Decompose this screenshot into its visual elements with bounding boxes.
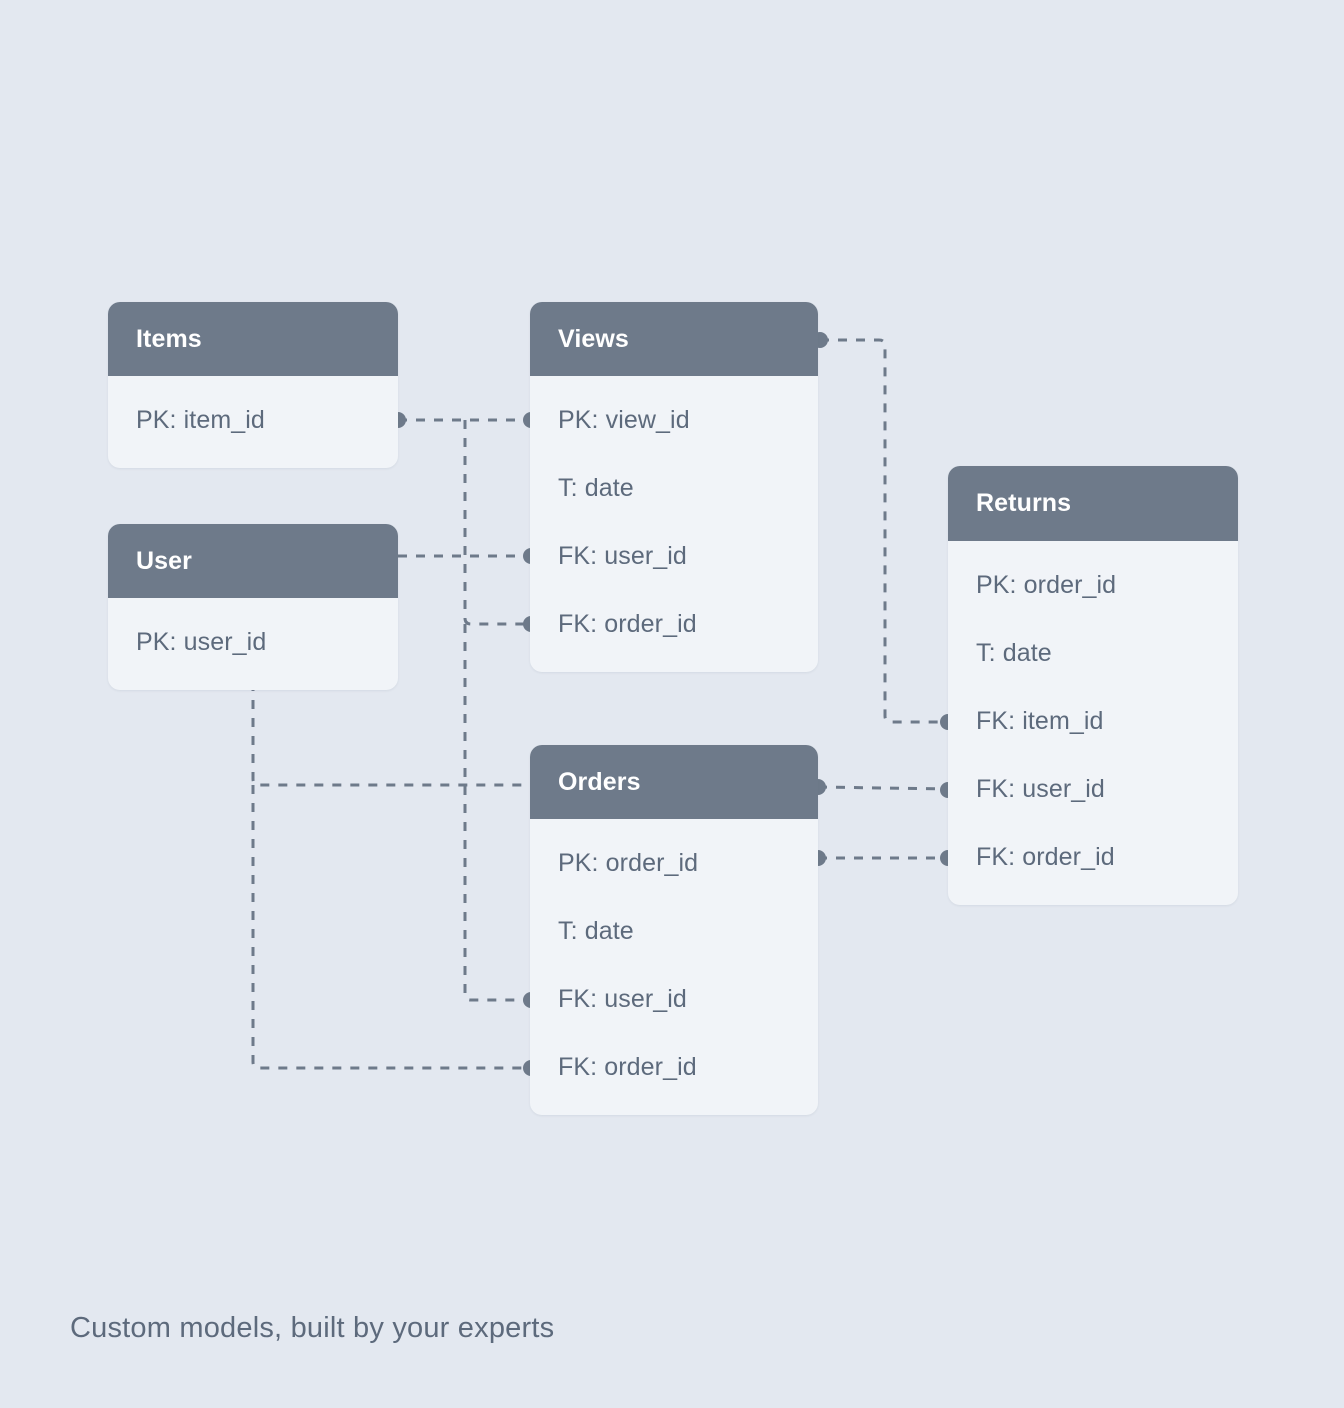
entity-table-items-body: PK: item_id xyxy=(108,376,398,468)
field-row[interactable]: FK: item_id xyxy=(948,687,1238,755)
entity-table-returns-title: Returns xyxy=(976,489,1072,517)
field-label: FK: order_id xyxy=(558,609,697,638)
field-row[interactable]: FK: order_id xyxy=(530,590,818,658)
field-label: T: date xyxy=(976,638,1052,667)
connector-user-pk-to-orders-header xyxy=(251,682,531,787)
entity-table-user-body: PK: user_id xyxy=(108,598,398,690)
entity-table-views-title: Views xyxy=(558,324,629,353)
field-label: PK: item_id xyxy=(136,405,265,434)
field-row[interactable]: PK: user_id xyxy=(108,608,398,676)
field-row[interactable]: T: date xyxy=(948,619,1238,687)
field-row[interactable]: PK: order_id xyxy=(948,551,1238,619)
field-label: FK: order_id xyxy=(976,842,1115,871)
entity-table-items-title: Items xyxy=(136,324,202,353)
field-row[interactable]: FK: user_id xyxy=(948,755,1238,823)
entity-table-returns-header[interactable]: Returns xyxy=(948,466,1238,541)
connector-user-pk-to-orders-fk-order-id xyxy=(251,785,531,1070)
field-label: FK: item_id xyxy=(976,706,1104,735)
entity-table-user-header[interactable]: User xyxy=(108,524,398,598)
connector-branch-to-views-fk-order-id xyxy=(463,420,531,626)
field-row[interactable]: PK: view_id xyxy=(530,386,818,454)
field-row[interactable]: FK: user_id xyxy=(530,522,818,590)
entity-table-items-header[interactable]: Items xyxy=(108,302,398,376)
field-row[interactable]: FK: order_id xyxy=(948,823,1238,891)
connector-views-header-to-returns-fk-item-id xyxy=(820,338,948,724)
field-row[interactable]: T: date xyxy=(530,897,818,965)
field-label: PK: order_id xyxy=(976,570,1117,599)
field-label: FK: order_id xyxy=(558,1052,697,1081)
connector-orders-header-to-returns-fk-user-id xyxy=(817,785,949,791)
field-label: FK: user_id xyxy=(976,774,1105,803)
caption-text: Custom models, built by your experts xyxy=(70,1312,555,1344)
field-row[interactable]: T: date xyxy=(530,454,818,522)
field-label: PK: user_id xyxy=(136,627,267,656)
field-label: PK: order_id xyxy=(558,848,699,877)
entity-table-user-title: User xyxy=(136,546,192,575)
field-label: T: date xyxy=(558,916,634,945)
entity-table-views-header[interactable]: Views xyxy=(530,302,818,376)
field-row[interactable]: FK: user_id xyxy=(530,965,818,1033)
connector-branch-to-orders-fk-user-id xyxy=(463,624,531,1002)
field-label: PK: view_id xyxy=(558,405,690,434)
field-row[interactable]: PK: item_id xyxy=(108,386,398,454)
field-row[interactable]: FK: order_id xyxy=(530,1033,818,1101)
field-row[interactable]: PK: order_id xyxy=(530,829,818,897)
field-label: FK: user_id xyxy=(558,984,687,1013)
entity-table-orders-header[interactable]: Orders xyxy=(530,745,818,819)
field-label: FK: user_id xyxy=(558,541,687,570)
field-label: T: date xyxy=(558,473,634,502)
entity-table-orders-title: Orders xyxy=(558,767,641,796)
